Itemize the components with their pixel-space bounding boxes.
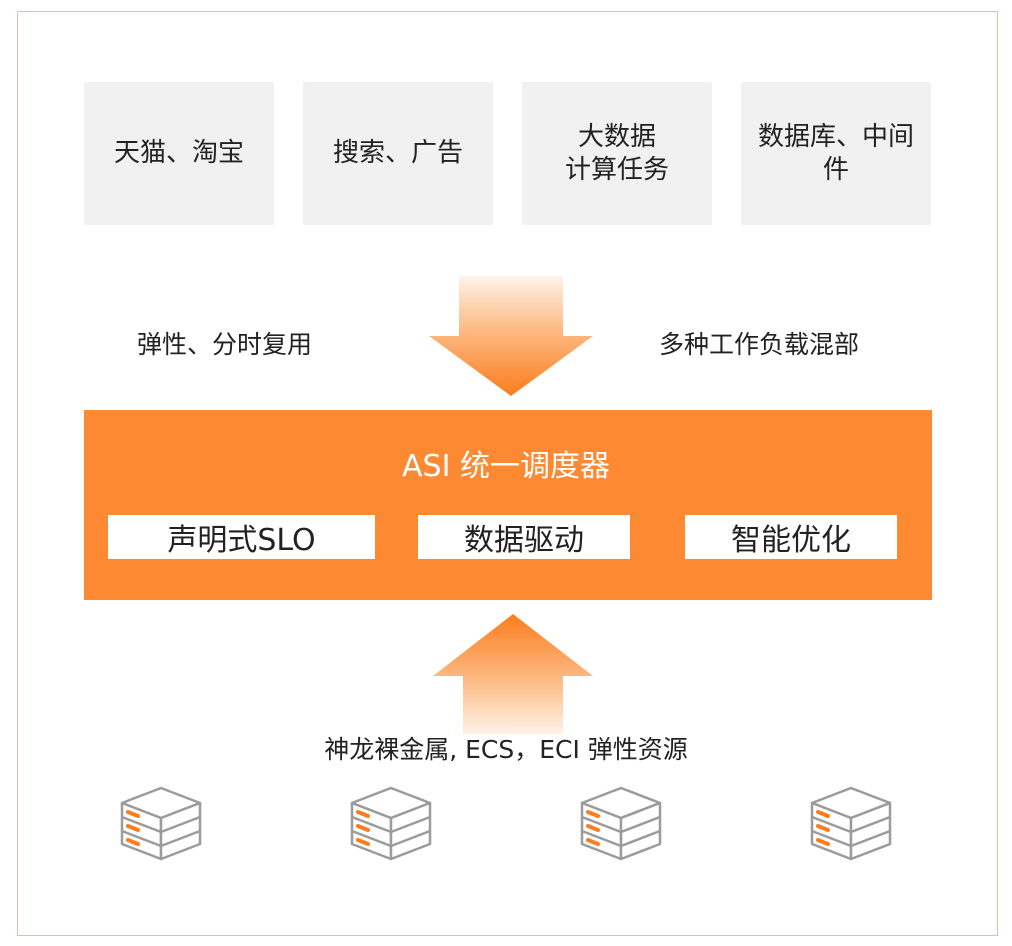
server-icon <box>810 786 892 861</box>
workload-label: 搜索、广告 <box>332 138 463 168</box>
scheduler-title: ASI 统一调度器 <box>402 449 610 484</box>
workload-tmall-taobao: 天猫、淘宝 <box>84 82 274 225</box>
feature-label: 数据驱动 <box>464 523 584 558</box>
server-icon <box>580 786 662 861</box>
up-arrow-icon <box>433 614 593 734</box>
server-icon <box>350 786 432 861</box>
server-icon <box>120 786 202 861</box>
resource-label: 神龙裸金属, ECS，ECI 弹性资源 <box>324 735 688 764</box>
side-label-mixed-workload: 多种工作负载混部 <box>659 330 860 359</box>
feature-data-driven: 数据驱动 <box>418 515 630 559</box>
feature-declarative-slo: 声明式SLO <box>108 515 375 559</box>
workload-bigdata: 大数据 计算任务 <box>522 82 712 225</box>
down-arrow-icon <box>429 276 593 396</box>
workload-label: 数据库、中间 件 <box>757 121 914 185</box>
feature-label: 声明式SLO <box>167 523 316 558</box>
workload-label: 天猫、淘宝 <box>113 138 244 168</box>
workload-database-middleware: 数据库、中间 件 <box>741 82 931 225</box>
feature-label: 智能优化 <box>731 523 851 558</box>
side-label-elastic: 弹性、分时复用 <box>137 330 313 359</box>
feature-smart-optimization: 智能优化 <box>685 515 897 559</box>
workload-search-ads: 搜索、广告 <box>303 82 493 225</box>
asi-scheduler-panel <box>84 410 932 600</box>
workload-label: 大数据 计算任务 <box>564 121 669 185</box>
